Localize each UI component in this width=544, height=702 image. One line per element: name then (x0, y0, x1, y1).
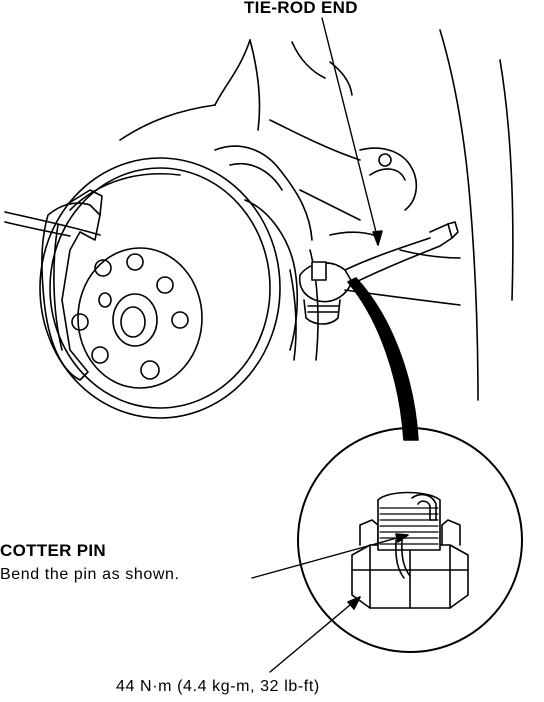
tie-rod-leader-line (321, 17, 379, 241)
detail-circle (297, 427, 523, 653)
cotter-pin-label: COTTER PIN (0, 541, 106, 560)
steering-knuckle (244, 199, 299, 351)
zoom-pointer (347, 277, 419, 441)
wheel-hub (71, 247, 203, 389)
brake-caliper (41, 189, 103, 381)
cotter-pin-instruction: Bend the pin as shown. (0, 566, 180, 583)
cotter-pin-leader-line (251, 535, 405, 579)
brake-rotor (39, 157, 281, 419)
tie-rod-end-label: TIE-ROD END (244, 0, 358, 17)
torque-spec-label: 44 N·m (4.4 kg-m, 32 lb-ft) (116, 678, 320, 695)
torque-leader-line (269, 599, 357, 673)
body-outline (4, 29, 514, 401)
